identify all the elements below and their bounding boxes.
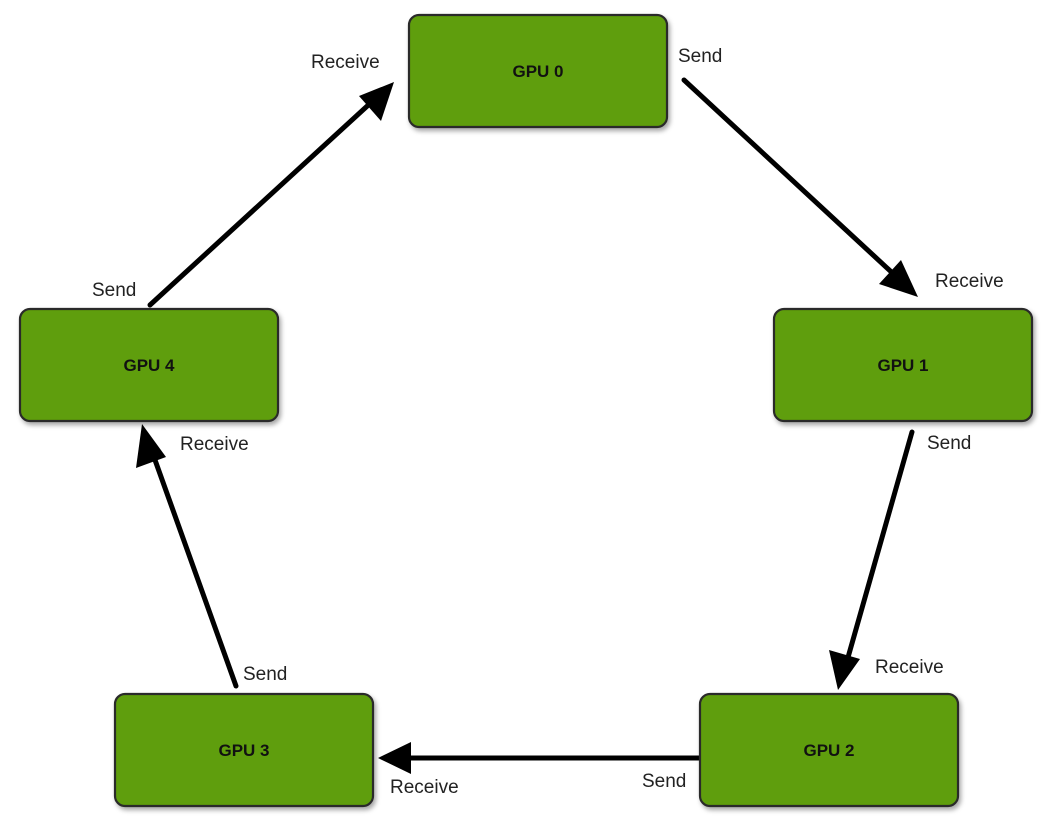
edge-gpu3-to-gpu4: Send Receive <box>136 424 287 689</box>
arrowhead <box>378 742 411 774</box>
node-gpu1: GPU 1 <box>772 307 1034 423</box>
send-label: Send <box>243 664 287 685</box>
node-box <box>18 307 280 423</box>
receive-label: Receive <box>390 777 459 798</box>
node-gpu3: GPU 3 <box>113 692 375 808</box>
arrowhead <box>136 424 166 468</box>
node-label: GPU 0 <box>512 62 563 81</box>
node-box <box>698 692 960 808</box>
node-box <box>772 307 1034 423</box>
edge-gpu0-to-gpu1: Send Receive <box>678 46 1004 297</box>
arrowhead <box>359 82 394 121</box>
node-gpu4: GPU 4 <box>18 307 280 423</box>
edge-gpu4-to-gpu0: Send Receive <box>92 52 394 308</box>
node-label: GPU 3 <box>218 741 269 760</box>
send-label: Send <box>92 280 136 301</box>
node-label: GPU 1 <box>877 356 928 375</box>
arrow-line <box>147 95 379 308</box>
arrow-line <box>681 77 903 283</box>
send-label: Send <box>642 771 686 792</box>
send-label: Send <box>927 433 971 454</box>
arrow-line <box>147 443 239 689</box>
node-label: GPU 2 <box>803 741 854 760</box>
arrowhead <box>879 260 918 297</box>
receive-label: Receive <box>875 657 944 678</box>
node-gpu0: GPU 0 <box>407 13 669 129</box>
edge-gpu2-to-gpu3: Send Receive <box>378 742 705 798</box>
edge-gpu1-to-gpu2: Send Receive <box>829 429 971 690</box>
receive-label: Receive <box>311 52 380 73</box>
node-box <box>407 13 669 129</box>
arrowhead <box>829 650 860 690</box>
receive-label: Receive <box>935 271 1004 292</box>
node-label: GPU 4 <box>123 356 175 375</box>
node-box <box>113 692 375 808</box>
receive-label: Receive <box>180 434 249 455</box>
node-gpu2: GPU 2 <box>698 692 960 808</box>
arrow-line <box>842 429 915 671</box>
send-label: Send <box>678 46 722 67</box>
